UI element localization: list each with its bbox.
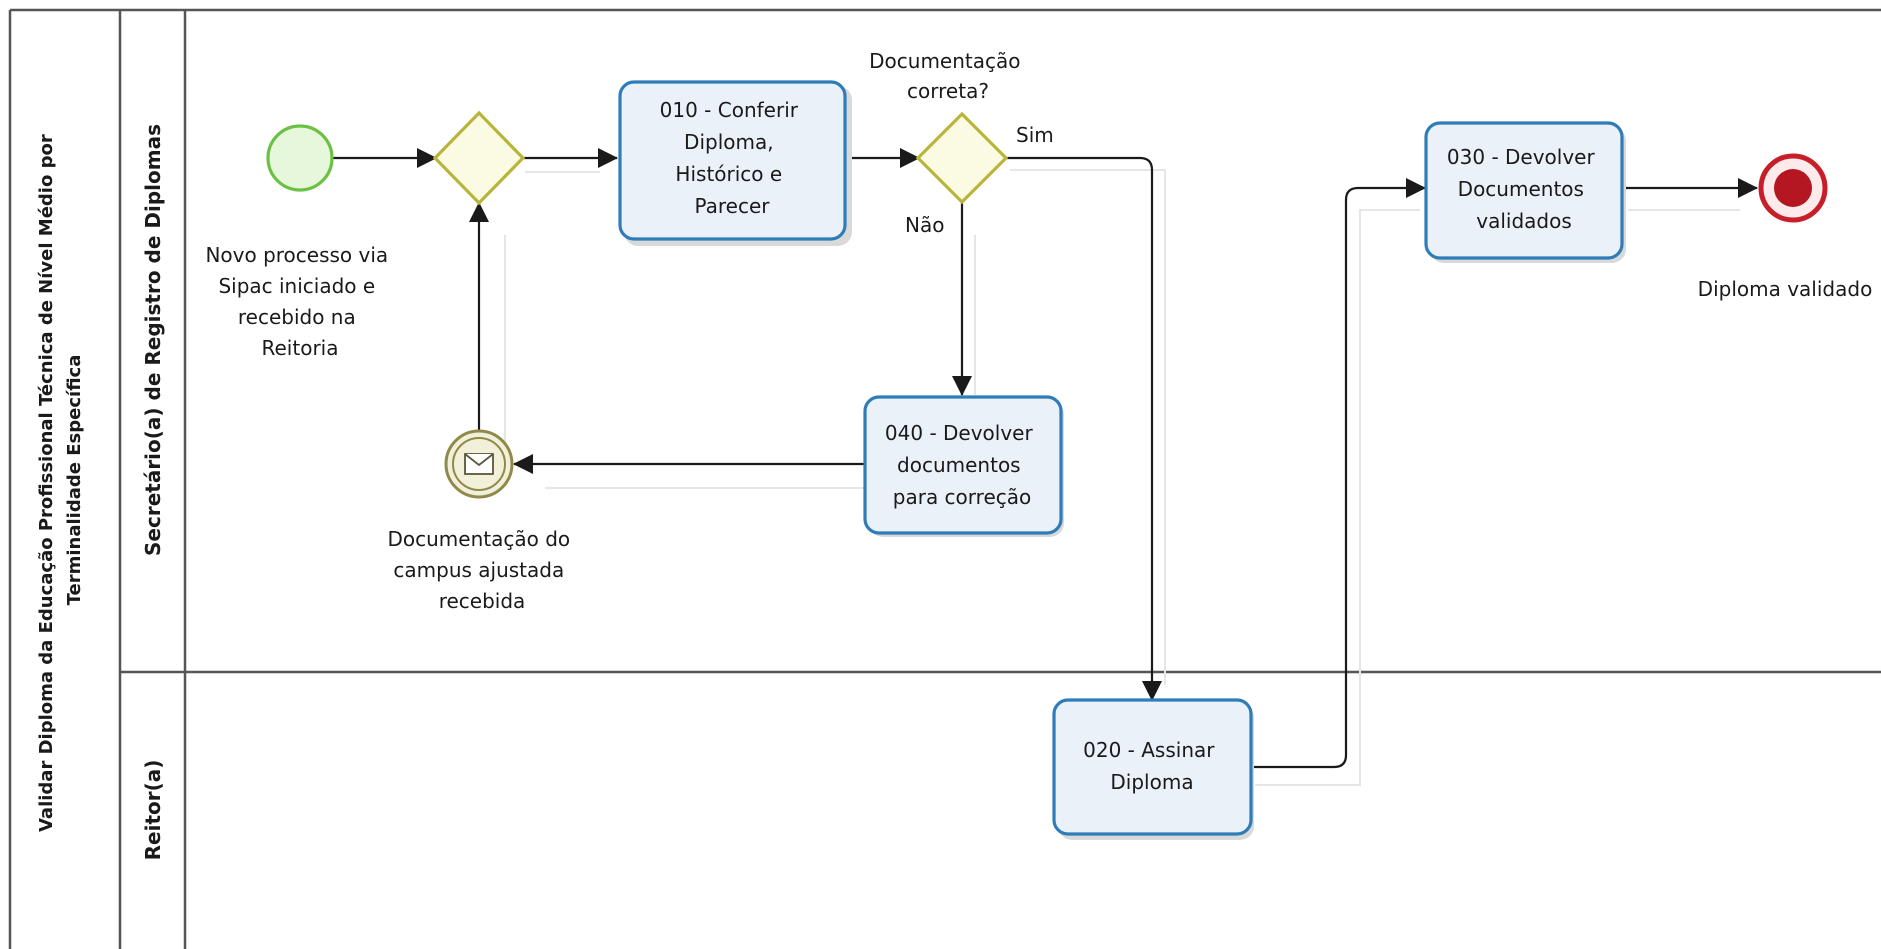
merge-gateway[interactable] [432, 110, 526, 206]
task-030[interactable]: 030 - Devolver Documentos validados [1424, 121, 1626, 263]
start-event[interactable] [266, 124, 334, 192]
start-event-circle[interactable] [266, 124, 334, 192]
task-040-label: 040 - Devolver documentos para correção [885, 421, 1039, 509]
message-label-line3: recebida [439, 589, 526, 613]
flow-yes-to-020 [1005, 156, 1162, 701]
decision-question: Documentação correta? [869, 49, 1027, 103]
sequence-flows [333, 148, 1758, 769]
task-040-box[interactable] [863, 395, 1063, 535]
task-020-line2: Diploma [1110, 770, 1193, 794]
pool-title: Validar Diploma da Educação Profissional… [36, 128, 85, 832]
shadow-connectors [504, 169, 1740, 786]
start-label-line4: Reitoria [262, 336, 339, 360]
task-040[interactable]: 040 - Devolver documentos para correção [863, 395, 1064, 537]
decision-question-line2: correta? [907, 79, 989, 103]
task-030-line1: 030 - Devolver [1447, 145, 1596, 169]
task-020-box[interactable] [1052, 698, 1253, 836]
decision-no-label: Não [905, 213, 944, 237]
task-030-box[interactable] [1424, 121, 1624, 260]
end-event[interactable] [1758, 153, 1828, 223]
message-label-line1: Documentação do [387, 527, 570, 551]
lane-title-reitor: Reitor(a) [141, 760, 165, 861]
start-label-line3: recebido na [238, 305, 356, 329]
task-020[interactable]: 020 - Assinar Diploma [1052, 698, 1254, 840]
task-010-line2: Diploma, [684, 130, 774, 154]
message-event[interactable] [444, 429, 514, 499]
task-040-line2: documentos [897, 453, 1021, 477]
task-010-box[interactable] [618, 80, 847, 241]
shadow-yes-down [1010, 169, 1166, 685]
task-010[interactable]: 010 - Conferir Diploma, Histórico e Pare… [618, 80, 852, 246]
pool-title-line1: Validar Diploma da Educação Profissional… [36, 134, 57, 832]
task-010-line1: 010 - Conferir [660, 98, 799, 122]
task-030-line3: validados [1476, 209, 1572, 233]
task-010-label: 010 - Conferir Diploma, Histórico e Pare… [660, 98, 805, 218]
decision-gateway-diamond[interactable] [915, 111, 1009, 205]
start-label-line1: Novo processo via [205, 243, 388, 267]
decision-gateway[interactable] [915, 111, 1009, 205]
task-040-line1: 040 - Devolver [885, 421, 1034, 445]
task-030-label: 030 - Devolver Documentos validados [1447, 145, 1601, 233]
decision-question-line1: Documentação [869, 49, 1020, 73]
task-010-line4: Parecer [694, 194, 770, 218]
pool-title-line2: Terminalidade Específica [64, 355, 85, 606]
envelope-icon [464, 453, 494, 475]
message-event-label: Documentação do campus ajustada recebida [387, 527, 576, 613]
start-label-line2: Sipac iniciado e [218, 274, 375, 298]
end-event-label: Diploma validado [1698, 277, 1873, 301]
merge-gateway-diamond[interactable] [432, 110, 526, 206]
task-030-line2: Documentos [1458, 177, 1584, 201]
decision-yes-label: Sim [1016, 123, 1054, 147]
envelope-flap [464, 453, 494, 467]
task-020-label: 020 - Assinar Diploma [1083, 738, 1221, 794]
task-020-line1: 020 - Assinar [1083, 738, 1215, 762]
start-event-label: Novo processo via Sipac iniciado e receb… [205, 243, 394, 360]
shadow-sign-up [1255, 209, 1420, 786]
pool [8, 8, 1881, 949]
task-010-line3: Histórico e [675, 162, 782, 186]
task-040-line3: para correção [893, 485, 1031, 509]
flow-020-to-030 [1252, 178, 1426, 769]
lane-title-secretario: Secretário(a) de Registro de Diplomas [141, 124, 165, 556]
end-event-inner [1774, 169, 1812, 207]
message-label-line2: campus ajustada [393, 558, 564, 582]
